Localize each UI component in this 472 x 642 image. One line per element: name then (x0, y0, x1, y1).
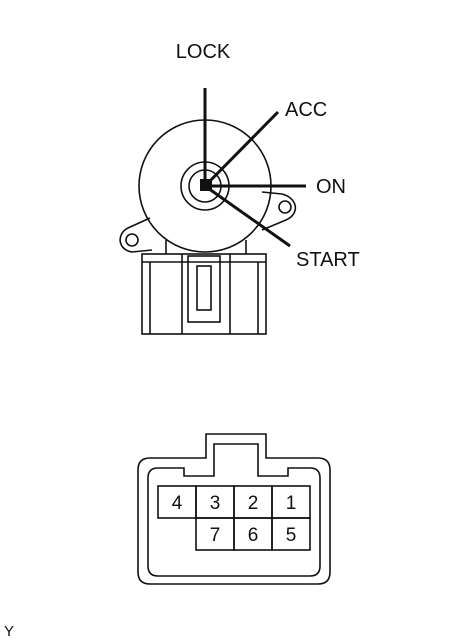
connector-face: 4 3 2 1 7 6 5 (137, 433, 331, 585)
ignition-switch (119, 88, 306, 335)
footer-code: Y (4, 623, 14, 640)
switch-neck (165, 240, 247, 254)
housing-latch-frame (187, 255, 221, 323)
pin-number: 5 (286, 525, 297, 546)
pin-number: 1 (286, 493, 297, 514)
acc-label: ACC (285, 99, 327, 121)
switch-housing (141, 253, 267, 335)
left-mount-hole (125, 233, 139, 247)
lock-label: LOCK (176, 41, 231, 63)
pin-number: 3 (210, 493, 221, 514)
connector-outer-shell (137, 433, 331, 585)
right-mount-ear (261, 191, 297, 231)
right-mount-hole (278, 200, 292, 214)
start-label: START (296, 249, 360, 271)
pin-number: 7 (210, 525, 221, 546)
pin-number: 2 (248, 493, 259, 514)
connector-inner-shell (147, 443, 321, 577)
acc-pointer-line (203, 110, 280, 188)
start-pointer-line (204, 184, 291, 248)
left-mount-ear (119, 217, 153, 253)
pin-number: 4 (172, 493, 183, 514)
pin-cell-5 (271, 517, 311, 551)
housing-latch (196, 265, 212, 311)
on-label: ON (316, 176, 346, 198)
pin-number: 6 (248, 525, 259, 546)
